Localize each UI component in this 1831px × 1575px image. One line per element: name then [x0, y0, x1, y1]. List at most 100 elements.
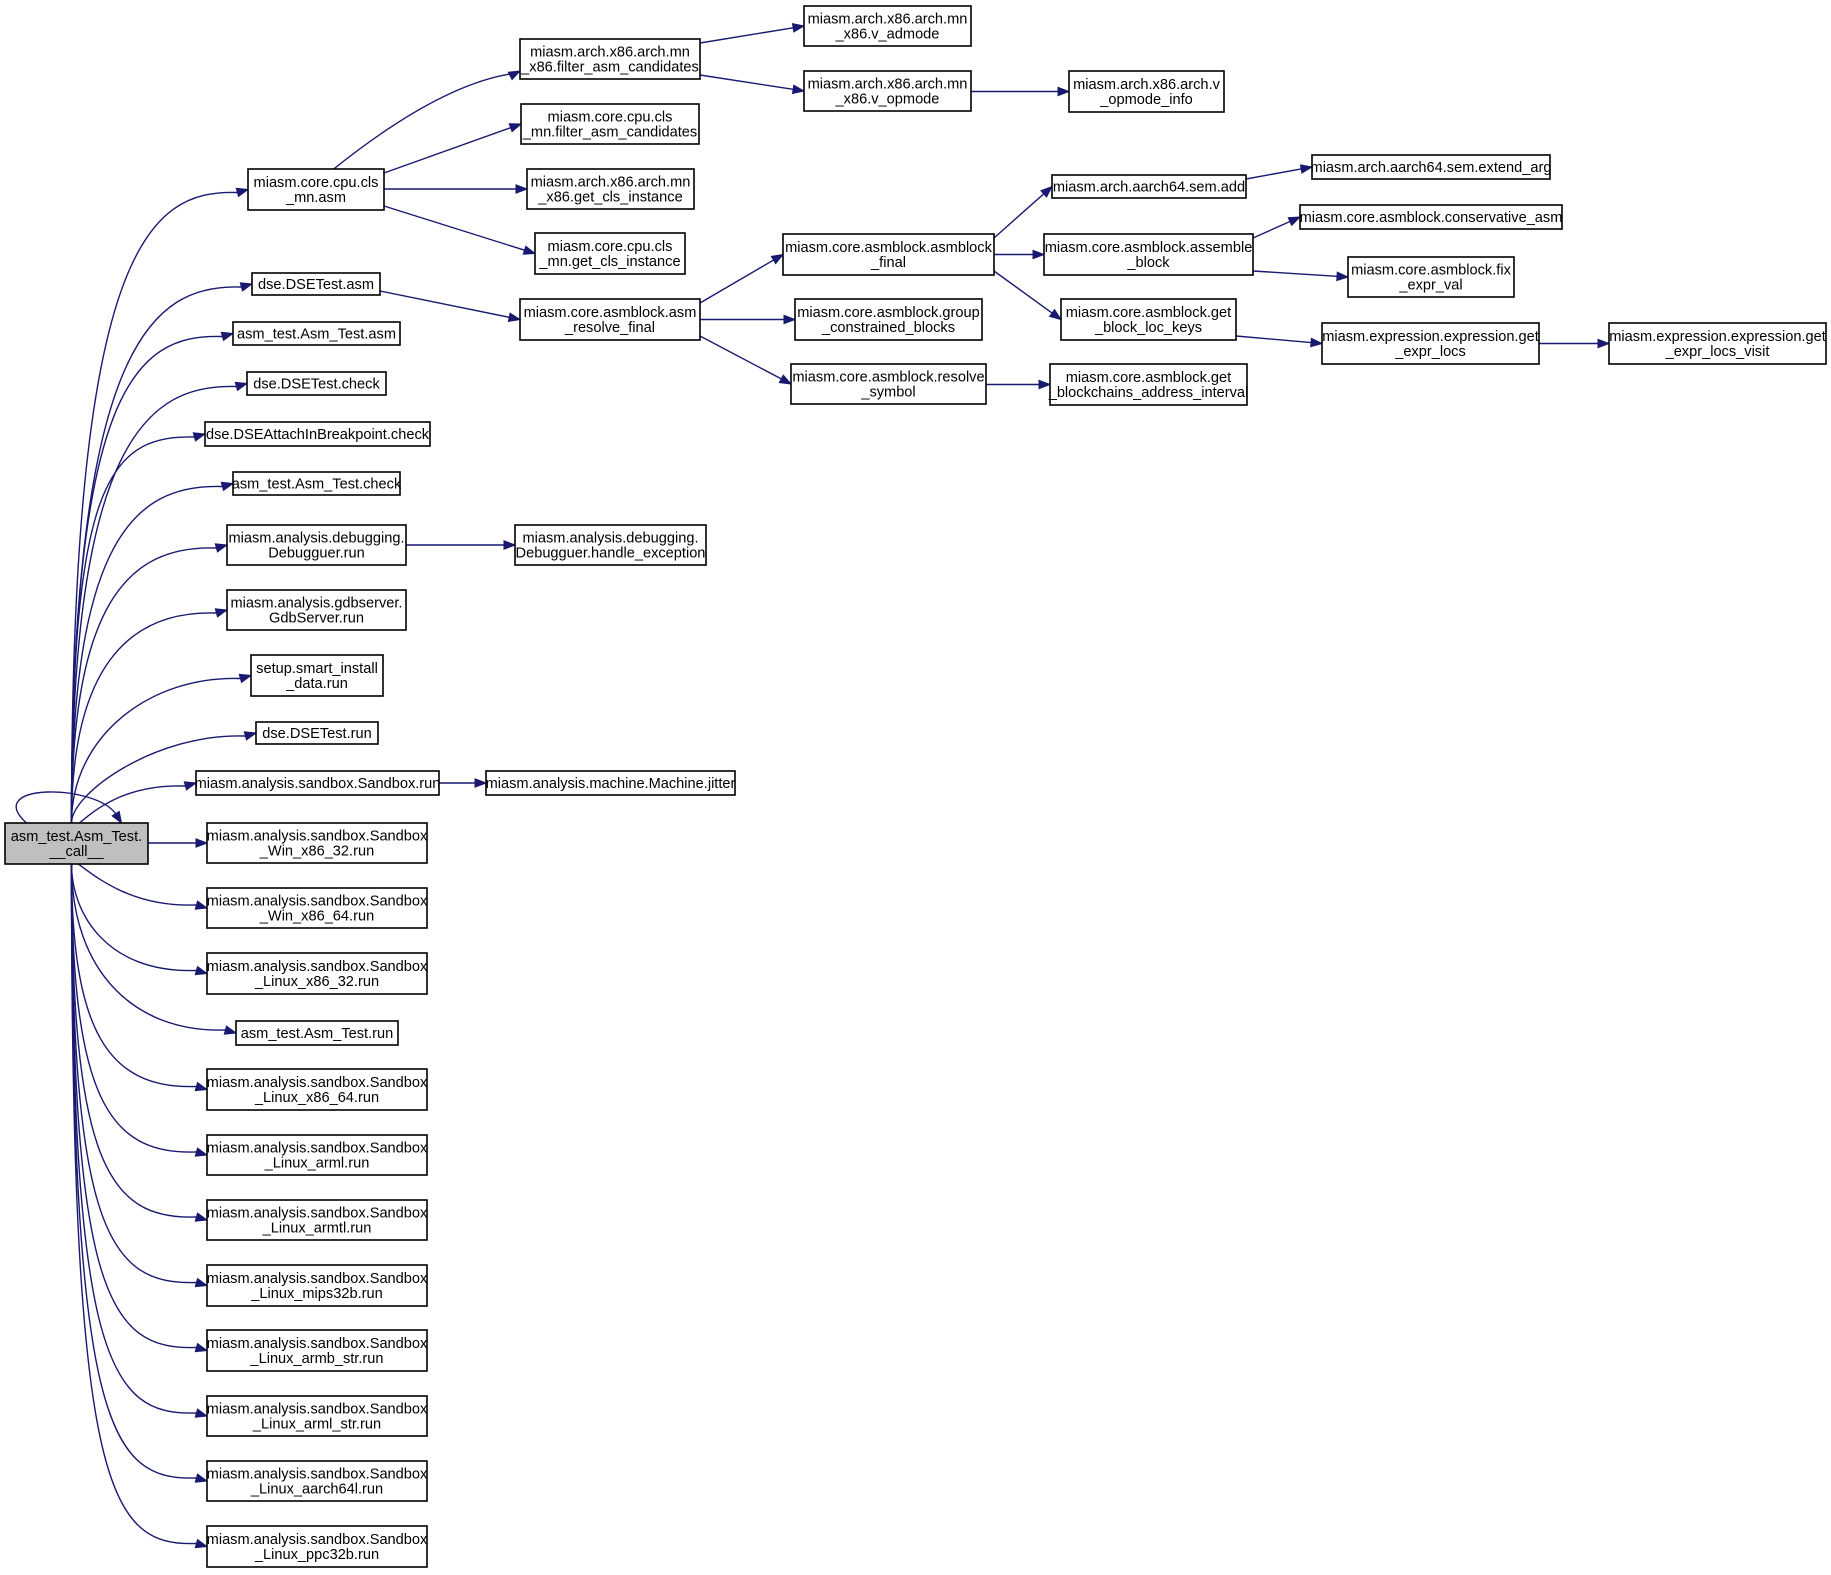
node-win64-run[interactable]: miasm.analysis.sandbox.Sandbox_Win_x86_6… [206, 887, 428, 929]
node-debugger-run[interactable]: miasm.analysis.debugging.Debugguer.run [226, 524, 407, 566]
node-asmblock-final[interactable]: miasm.core.asmblock.asmblock_final [782, 233, 995, 276]
node-fix-expr-val[interactable]: miasm.core.asmblock.fix_expr_val [1347, 256, 1515, 298]
edge-arrowhead [1032, 249, 1046, 260]
node-label: miasm.analysis.gdbserver. [231, 596, 403, 612]
node-label: asm_test.Asm_Test.asm [237, 327, 396, 343]
node-win32-run[interactable]: miasm.analysis.sandbox.Sandbox_Win_x86_3… [206, 822, 428, 864]
node-sandbox-run[interactable]: miasm.analysis.sandbox.Sandbox.run [195, 770, 441, 796]
node-dse-attach-check[interactable]: dse.DSEAttachInBreakpoint.check [204, 421, 431, 447]
node-label: miasm.analysis.sandbox.Sandbox [207, 1141, 428, 1157]
node-label: _constrained_blocks [821, 320, 955, 336]
node-label: miasm.analysis.sandbox.Sandbox [207, 1336, 428, 1352]
node-armtl-run[interactable]: miasm.analysis.sandbox.Sandbox_Linux_arm… [206, 1199, 428, 1241]
node-group-constrained[interactable]: miasm.core.asmblock.group_constrained_bl… [794, 298, 983, 341]
node-label: _Win_x86_64.run [259, 909, 374, 925]
edge-arrowhead [194, 1147, 209, 1157]
node-get-expr-locs[interactable]: miasm.expression.expression.get_expr_loc… [1321, 322, 1540, 365]
node-extend-arg[interactable]: miasm.arch.aarch64.sem.extend_arg [1311, 154, 1552, 180]
node-get-blockchains[interactable]: miasm.core.asmblock.get_blockchains_addr… [1048, 363, 1249, 406]
node-label: miasm.arch.x86.arch.mn [531, 175, 691, 191]
edge-arrowhead [194, 1342, 209, 1353]
node-box [255, 721, 379, 745]
node-label: miasm.arch.x86.arch.mn [808, 77, 968, 93]
node-box [514, 524, 707, 566]
node-gdbserver-run[interactable]: miasm.analysis.gdbserver.GdbServer.run [226, 589, 407, 631]
node-asm-resolve-final[interactable]: miasm.core.asmblock.asm_resolve_final [519, 298, 701, 341]
node-get-block-loc-keys[interactable]: miasm.core.asmblock.get_block_loc_keys [1060, 298, 1237, 341]
node-mips32b-run[interactable]: miasm.analysis.sandbox.Sandbox_Linux_mip… [206, 1264, 428, 1307]
node-label: miasm.analysis.sandbox.Sandbox [207, 894, 428, 910]
node-aarch64l-run[interactable]: miasm.analysis.sandbox.Sandbox_Linux_aar… [206, 1460, 428, 1502]
node-label: miasm.arch.aarch64.sem.add [1053, 180, 1245, 196]
node-label: _x86.filter_asm_candidates [520, 60, 699, 76]
node-root[interactable]: asm_test.Asm_Test.__call__ [4, 822, 149, 865]
node-label: _x86.v_opmode [835, 92, 940, 108]
node-label: miasm.core.asmblock.resolve [792, 370, 984, 386]
node-linux64-run[interactable]: miasm.analysis.sandbox.Sandbox_Linux_x86… [206, 1068, 428, 1111]
edge-arrowhead [474, 778, 488, 788]
node-core-cpu-asm[interactable]: miasm.core.cpu.cls_mn.asm [247, 168, 385, 211]
node-label: miasm.core.cpu.cls [548, 110, 673, 126]
node-machine-jitter[interactable]: miasm.analysis.machine.Machine.jitter [485, 770, 736, 796]
edge-arrowhead [791, 84, 806, 95]
node-asmtest-run[interactable]: asm_test.Asm_Test.run [235, 1020, 399, 1046]
node-setup-run[interactable]: setup.smart_install_data.run [250, 654, 384, 697]
edge-get-expr-locs-to-get-expr-locs-visit [1539, 338, 1611, 349]
node-label: miasm.core.asmblock.group [797, 305, 980, 321]
node-label: miasm.core.asmblock.get [1066, 370, 1231, 386]
node-x86-filter[interactable]: miasm.arch.x86.arch.mn_x86.filter_asm_ca… [519, 38, 701, 80]
edge-x86-filter-to-v-opmode [699, 74, 806, 95]
node-label: asm_test.Asm_Test.run [241, 1026, 393, 1042]
node-arml-str-run[interactable]: miasm.analysis.sandbox.Sandbox_Linux_arm… [206, 1395, 428, 1437]
node-ppc32b-run[interactable]: miasm.analysis.sandbox.Sandbox_Linux_ppc… [206, 1525, 428, 1568]
nodes-layer: asm_test.Asm_Test.__call__ miasm.core.cpu… [4, 5, 1827, 1568]
node-box [206, 952, 428, 995]
node-cpu-get-cls[interactable]: miasm.core.cpu.cls_mn.get_cls_instance [534, 232, 686, 275]
edge-arrowhead [194, 900, 209, 910]
edge-line [70, 612, 217, 824]
node-v-admode[interactable]: miasm.arch.x86.arch.mn_x86.v_admode [803, 5, 972, 47]
node-v-opmode[interactable]: miasm.arch.x86.arch.mn_x86.v_opmode [803, 70, 972, 112]
node-label: miasm.analysis.debugging. [522, 531, 698, 547]
node-aarch64-add[interactable]: miasm.arch.aarch64.sem.add [1051, 174, 1247, 199]
node-label: _block [1126, 255, 1170, 271]
edge-line [70, 547, 217, 824]
node-box [235, 1020, 399, 1046]
edge-line [993, 193, 1045, 239]
node-box [195, 770, 440, 796]
node-cpu-filter[interactable]: miasm.core.cpu.cls_mn.filter_asm_candida… [520, 103, 700, 145]
node-label: _Win_x86_32.run [259, 844, 374, 860]
edge-resolve-symbol-to-get-blockchains [986, 379, 1052, 390]
node-label: _Linux_ppc32b.run [254, 1547, 379, 1563]
node-linux32-run[interactable]: miasm.analysis.sandbox.Sandbox_Linux_x86… [206, 952, 428, 995]
node-asmtest-asm[interactable]: asm_test.Asm_Test.asm [232, 321, 401, 346]
node-label: miasm.analysis.debugging. [228, 531, 404, 547]
node-dse-asm[interactable]: dse.DSETest.asm [251, 272, 381, 296]
node-dse-run[interactable]: dse.DSETest.run [255, 721, 379, 745]
node-arml-run[interactable]: miasm.analysis.sandbox.Sandbox_Linux_arm… [206, 1134, 428, 1176]
node-label: _mn.filter_asm_candidates [522, 125, 697, 141]
node-label: miasm.core.asmblock.fix [1351, 263, 1511, 279]
node-box [520, 103, 700, 145]
node-get-expr-locs-visit[interactable]: miasm.expression.expression.get_expr_loc… [1608, 322, 1827, 365]
edge-arrowhead [1040, 185, 1054, 198]
node-conservative-asm[interactable]: miasm.core.asmblock.conservative_asm [1299, 204, 1563, 230]
node-label: asm_test.Asm_Test. [11, 829, 142, 845]
node-label: asm_test.Asm_Test.check [232, 477, 402, 493]
node-armb-str-run[interactable]: miasm.analysis.sandbox.Sandbox_Linux_arm… [206, 1329, 428, 1372]
node-v-opmode-info[interactable]: miasm.arch.x86.arch.v_opmode_info [1068, 70, 1225, 113]
edge-arrowhead [220, 481, 235, 492]
edge-arrowhead [1057, 86, 1071, 97]
edge-root-to-dse-check [70, 381, 249, 824]
node-dse-check[interactable]: dse.DSETest.check [246, 371, 387, 396]
edge-arrowhead [1287, 216, 1302, 227]
node-assemble-block[interactable]: miasm.core.asmblock.assemble_block [1043, 233, 1254, 276]
node-label: miasm.analysis.sandbox.Sandbox [207, 1075, 428, 1091]
node-asmtest-check[interactable]: asm_test.Asm_Test.check [232, 471, 402, 496]
node-label: _mn.get_cls_instance [538, 254, 680, 270]
node-box [803, 70, 972, 112]
node-resolve-symbol[interactable]: miasm.core.asmblock.resolve_symbol [790, 363, 987, 405]
node-handle-exception[interactable]: miasm.analysis.debugging.Debugguer.handl… [514, 524, 707, 566]
node-x86-get-cls[interactable]: miasm.arch.x86.arch.mn_x86.get_cls_insta… [526, 168, 695, 210]
